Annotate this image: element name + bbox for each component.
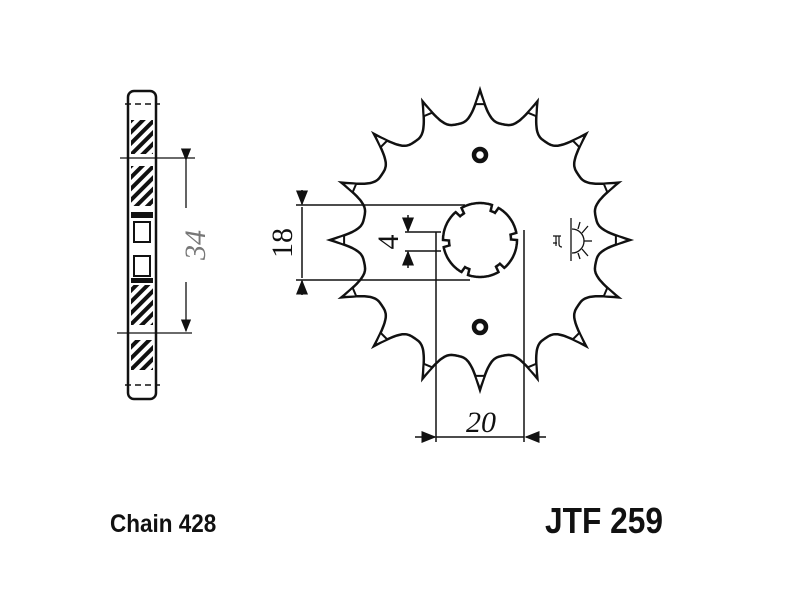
tooth-tip [525,362,539,381]
dimension-34: 34 [179,230,212,261]
tooth-tip [602,181,621,195]
front-view [325,85,635,395]
tooth-tip [339,285,358,299]
tooth-tip [570,330,588,348]
dimension-18: 18 [266,228,299,258]
tooth-tip [372,330,390,348]
spline-hub [441,201,519,279]
tooth-tip [421,362,435,381]
part-number: JTF 259 [545,500,663,541]
tooth-tip [328,233,346,247]
tooth-tip [614,233,632,247]
mounting-hole-bottom [471,318,489,336]
tooth-tip [570,132,588,150]
surface-finish-icon [553,218,592,261]
dimension-4: 4 [372,235,405,250]
tooth-tip [473,88,487,106]
tooth-tip [473,374,487,392]
tooth-tips [328,88,632,392]
chain-label: Chain 428 [110,510,217,538]
dimension-lines [296,190,546,443]
mounting-hole-top [471,146,489,164]
tooth-tip [602,285,621,299]
tooth-tip [339,181,358,195]
tooth-tip [525,99,539,118]
side-view [117,89,195,401]
tooth-tip [372,132,390,150]
dimension-20: 20 [466,406,496,439]
tooth-tip [421,99,435,118]
